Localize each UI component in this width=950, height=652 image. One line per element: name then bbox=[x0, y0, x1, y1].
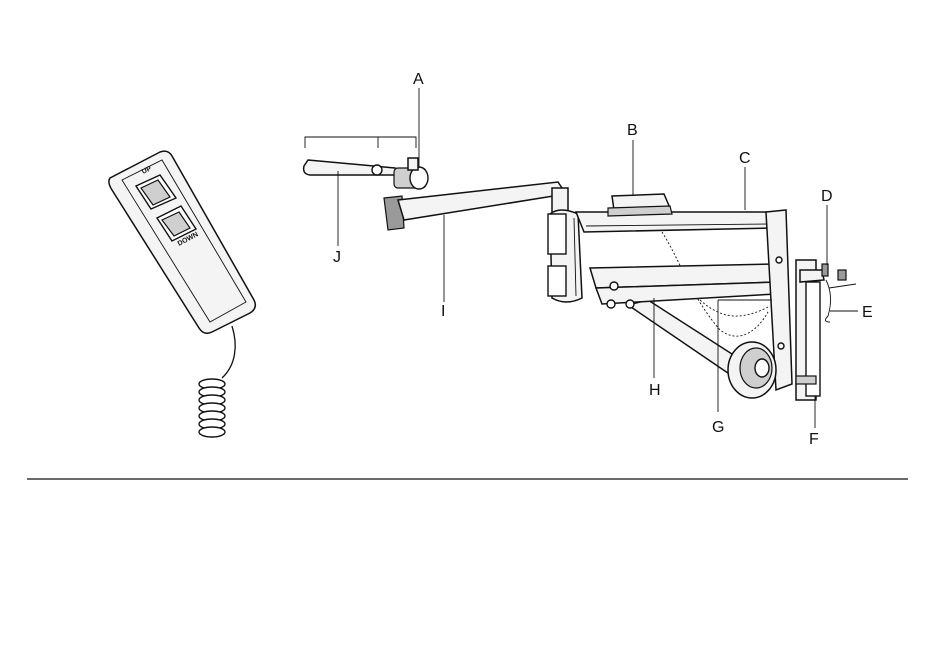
callout-H: H bbox=[649, 382, 661, 399]
callout-E: E bbox=[862, 304, 873, 321]
arm-assembly bbox=[304, 158, 856, 400]
handle-bar bbox=[304, 160, 399, 175]
top-box bbox=[608, 194, 672, 216]
callout-A: A bbox=[413, 71, 424, 88]
hand-remote: UP DOWN bbox=[109, 151, 255, 437]
callout-F: F bbox=[809, 431, 819, 448]
callout-B: B bbox=[627, 122, 638, 139]
callout-I: I bbox=[441, 303, 445, 320]
callout-G: G bbox=[712, 419, 724, 436]
hinge bbox=[548, 188, 582, 302]
callout-J: J bbox=[333, 249, 341, 266]
coiled-cable bbox=[199, 326, 235, 437]
callout-D: D bbox=[821, 188, 833, 205]
motor-disc bbox=[728, 342, 776, 398]
callout-labels: A B C D E F G H I J bbox=[333, 71, 873, 448]
clamp-screw bbox=[822, 264, 856, 322]
knob bbox=[394, 158, 428, 189]
mounting-post bbox=[796, 260, 824, 400]
callout-C: C bbox=[739, 150, 751, 167]
